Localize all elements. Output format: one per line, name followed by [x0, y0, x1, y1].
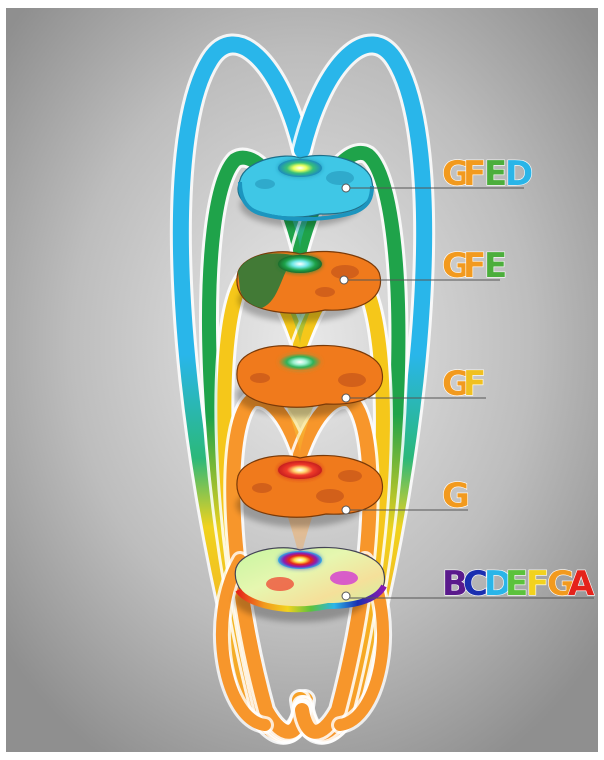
label-letter: A [568, 564, 595, 604]
label-letter: F [463, 154, 485, 194]
cell-5-marker-icon [342, 592, 350, 600]
cell-1-marker-icon [342, 184, 350, 192]
label-g: G [442, 476, 469, 516]
label-gf: GF [442, 364, 485, 404]
cell-4-marker-icon [342, 506, 350, 514]
label-letter: F [463, 246, 485, 286]
label-letter: F [526, 564, 548, 604]
label-letter: E [484, 154, 506, 194]
cell-2-marker-icon [340, 276, 348, 284]
label-letter: F [463, 364, 485, 404]
label-letter: E [505, 564, 527, 604]
label-letter: G [442, 476, 469, 516]
label-letter: D [505, 154, 532, 194]
cell-3-marker-icon [342, 394, 350, 402]
label-gfe: GFE [442, 246, 506, 286]
label-letter: E [484, 246, 506, 286]
